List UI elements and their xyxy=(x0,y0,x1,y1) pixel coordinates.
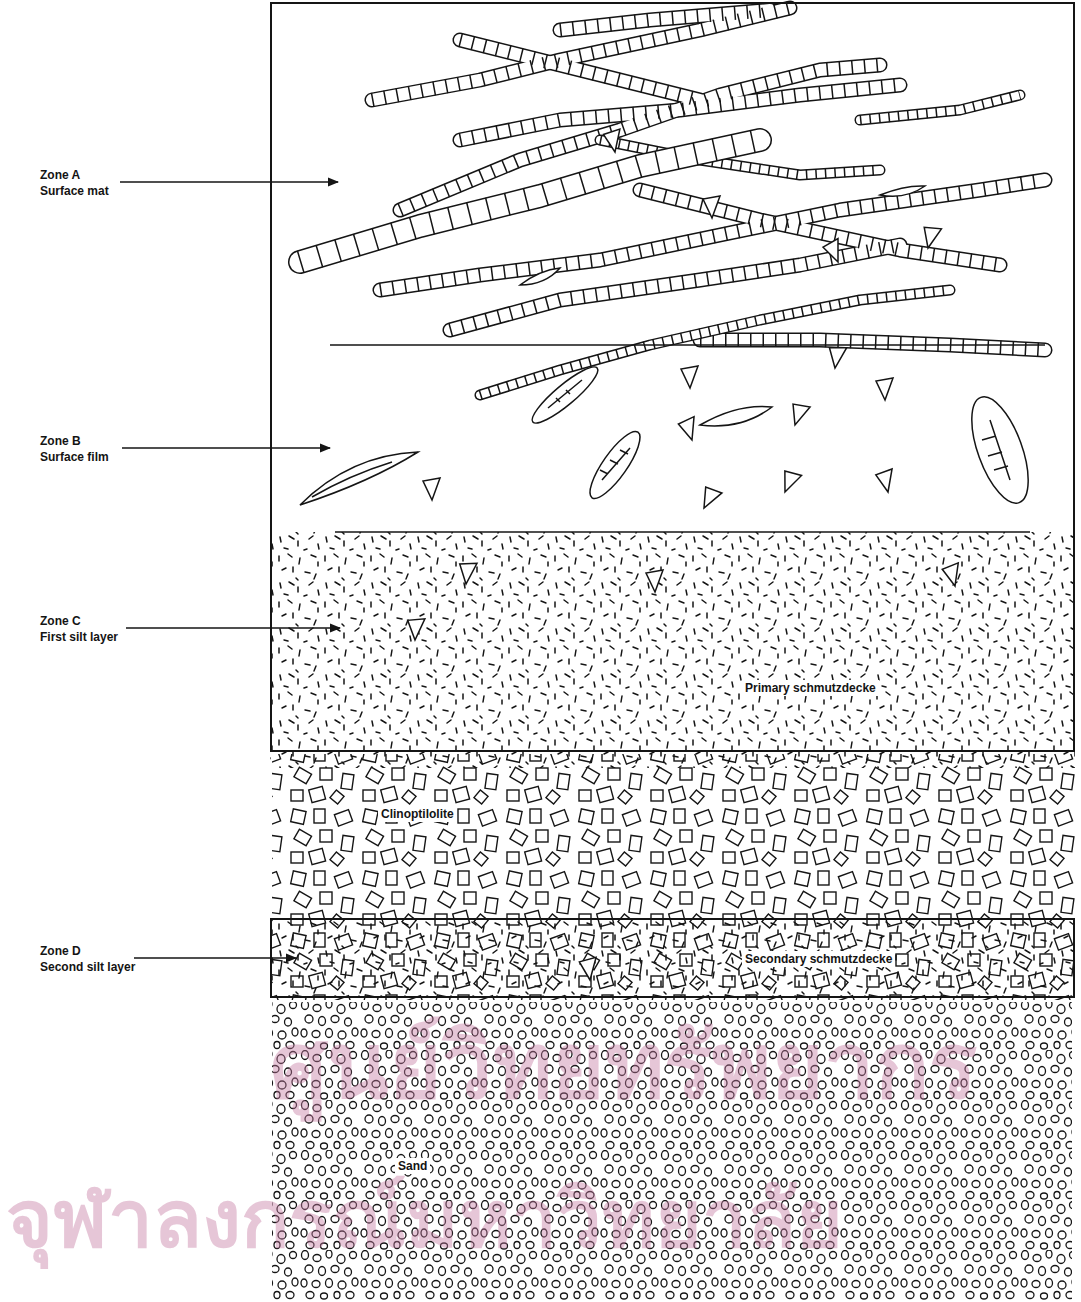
zone-leaders xyxy=(120,182,340,958)
illustration-part xyxy=(457,561,477,585)
illustration-part xyxy=(646,570,663,592)
illustration-part xyxy=(822,239,845,265)
illustration-part xyxy=(300,452,418,505)
illustration-part xyxy=(312,462,392,497)
zone-description: Surface film xyxy=(40,450,109,464)
illustration-part xyxy=(526,360,603,429)
zone-label: Zone C xyxy=(40,614,81,628)
diatoms xyxy=(300,186,1040,510)
illustration-part xyxy=(520,268,560,285)
illustration-part xyxy=(330,344,1045,346)
zone-description: Second silt layer xyxy=(40,960,135,974)
illustration-part xyxy=(579,957,598,980)
illustration-part xyxy=(272,754,1075,1000)
illustration-part xyxy=(582,425,648,504)
illustration-part xyxy=(372,8,1045,350)
illustration-part xyxy=(876,378,893,400)
illustration-part xyxy=(335,531,1030,533)
illustration-part xyxy=(678,417,700,443)
illustration-part xyxy=(603,129,623,153)
illustration-part xyxy=(423,478,440,500)
illustration-part xyxy=(548,380,582,408)
zone-description: First silt layer xyxy=(40,630,118,644)
zone-label: Zone D xyxy=(40,944,81,958)
zone-label: Zone A xyxy=(40,168,80,182)
watermark: ศูนย์วิทยทรัพยากร xyxy=(270,1012,977,1120)
illustration-part xyxy=(372,8,1045,350)
illustration-part xyxy=(126,627,340,628)
illustration-part xyxy=(300,140,760,262)
zone-name: Primary schmutzdecke xyxy=(742,680,879,696)
illustration-part xyxy=(696,484,722,512)
zone-dividers xyxy=(330,345,1045,532)
small-particles xyxy=(406,129,963,981)
watermark: จุฬาลงกรณ์มหาวิทยาลัย xyxy=(6,1172,843,1268)
illustration-part xyxy=(960,390,1040,510)
algal-filaments xyxy=(300,8,1045,395)
layer-label: Sand xyxy=(395,1158,430,1174)
illustration-part xyxy=(703,196,720,218)
illustration-part xyxy=(787,401,810,427)
illustration-part xyxy=(942,563,963,588)
illustration-part xyxy=(270,532,1075,768)
illustration-part xyxy=(122,447,330,448)
illustration-part xyxy=(300,140,760,262)
illustration-part xyxy=(406,617,425,640)
zone-name: Secondary schmutzdecke xyxy=(742,951,895,967)
illustration-part xyxy=(300,140,760,262)
illustration-part xyxy=(919,224,941,250)
illustration-part xyxy=(777,468,802,495)
zone-description: Surface mat xyxy=(40,184,109,198)
illustration-part xyxy=(372,8,1045,350)
zone-box: Secondary schmutzdecke xyxy=(270,918,1075,998)
illustration-part xyxy=(880,186,925,196)
layer-label: Clinoptilolite xyxy=(378,806,457,822)
illustration-part xyxy=(700,406,772,426)
zone-box: Primary schmutzdecke xyxy=(270,2,1075,752)
illustration-part xyxy=(982,420,1010,480)
illustration-part xyxy=(272,918,1075,998)
illustration-part xyxy=(875,469,896,494)
illustration-part xyxy=(826,345,847,370)
illustration-part xyxy=(681,366,698,388)
illustration-part xyxy=(120,181,338,182)
illustration-part xyxy=(600,448,630,480)
zone-label: Zone B xyxy=(40,434,81,448)
